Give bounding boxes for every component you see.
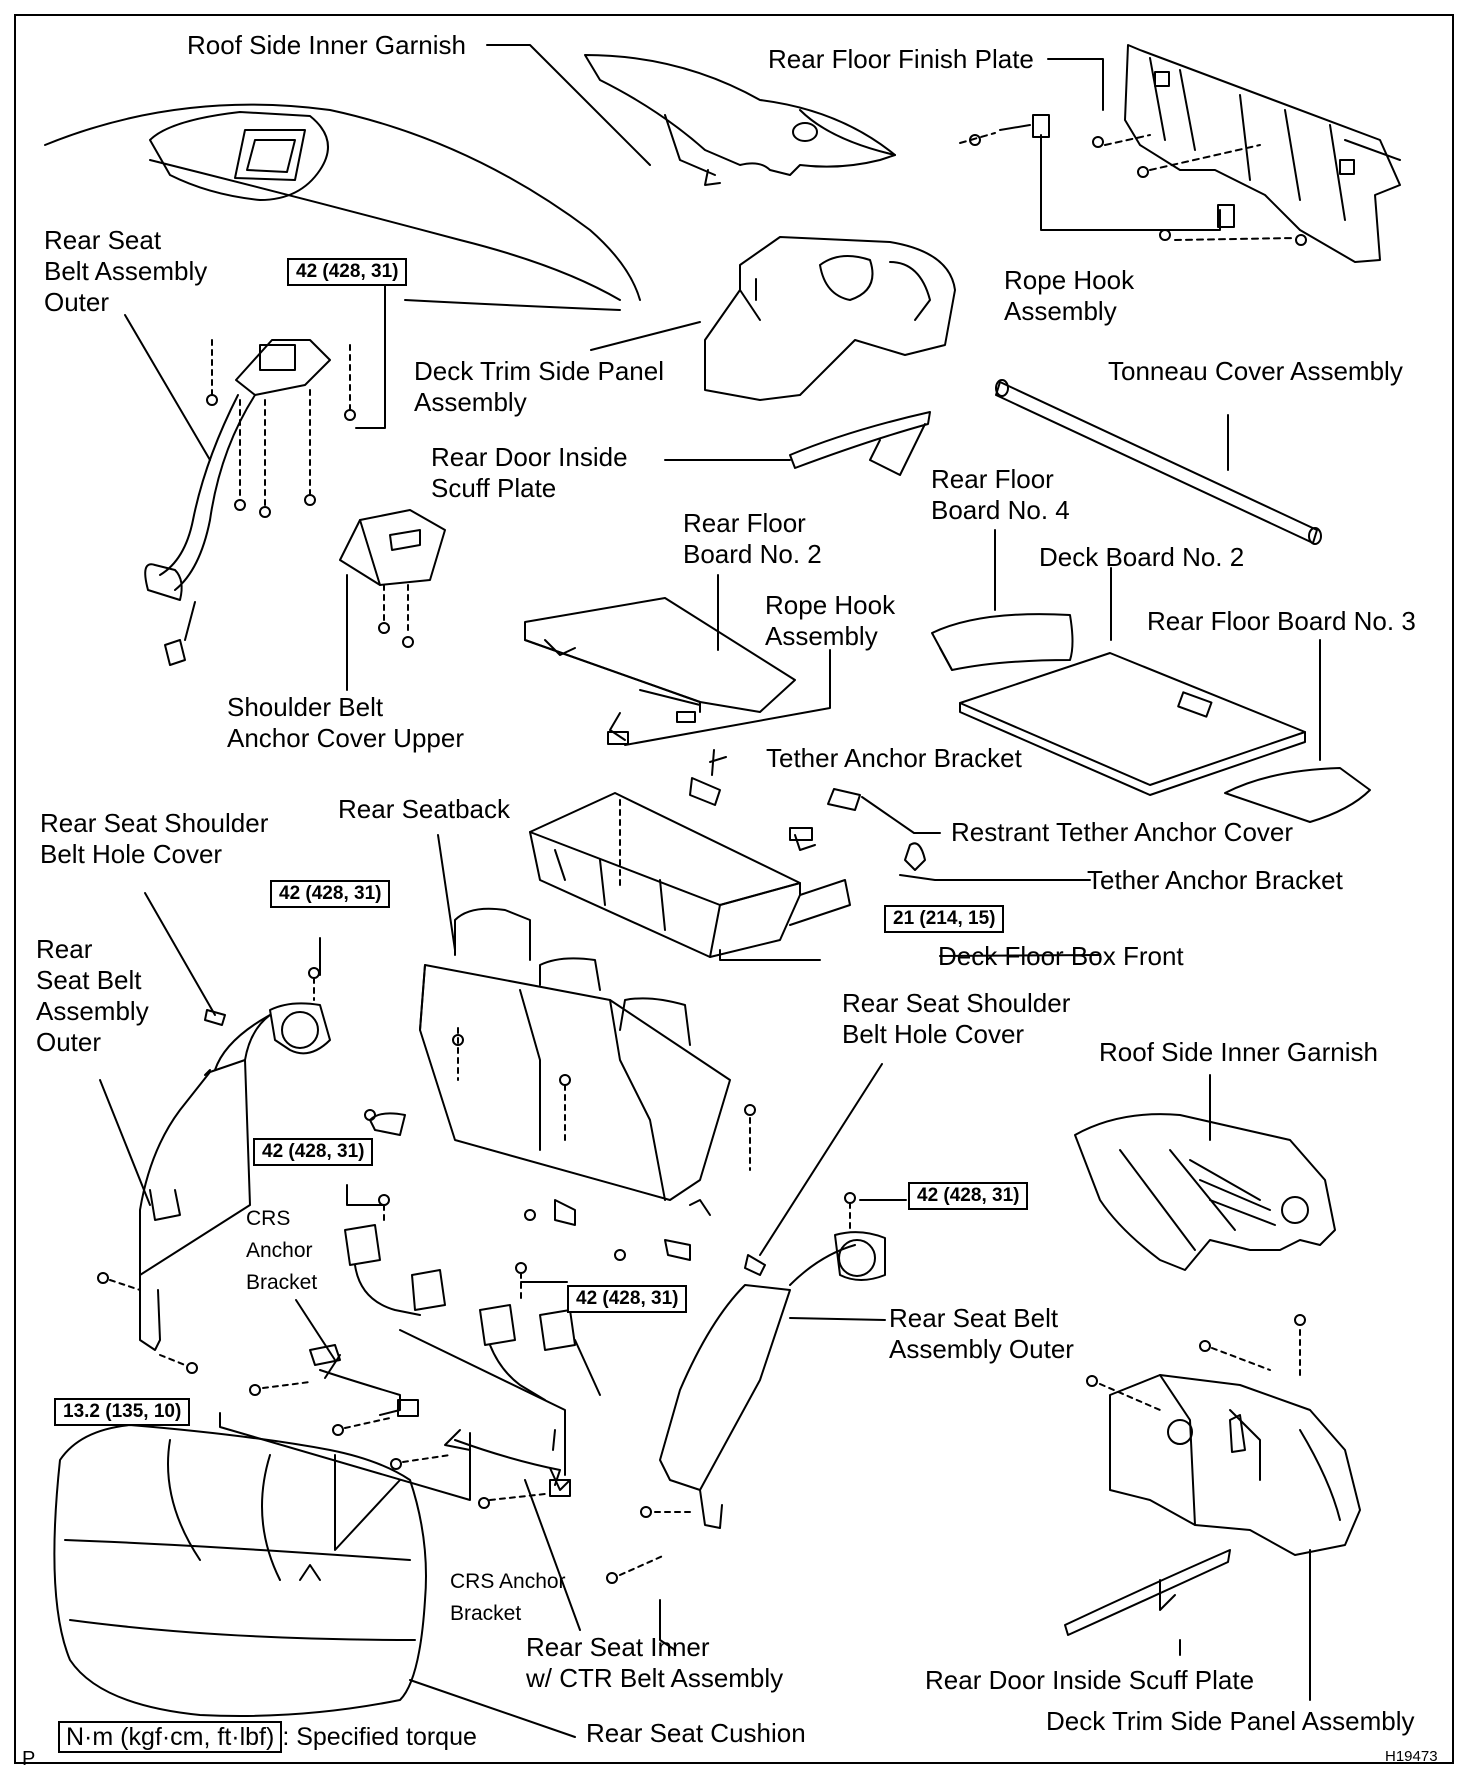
rear-floor-board-3-drawing [1224, 767, 1371, 823]
label-deck-floor-box-front: Deck Floor Box Front [938, 941, 1184, 971]
rear-floor-board-4-drawing [931, 613, 1074, 671]
label-tonneau-cover: Tonneau Cover Assembly [1108, 356, 1403, 386]
label-hole-cover-left: Rear Seat Shoulder Belt Hole Cover [40, 808, 269, 869]
torque-box: 42 (428, 31) [567, 1285, 688, 1313]
rear-seatback-drawing [364, 907, 756, 1261]
label-rear-seat-inner: Rear Seat Inner w/ CTR Belt Assembly [526, 1632, 784, 1693]
label-rear-floor-finish-plate: Rear Floor Finish Plate [768, 44, 1034, 74]
deck-trim-top-drawing [704, 236, 956, 401]
leader-lines [99, 44, 1321, 1738]
label-rear-floor-board-4: Rear Floor Board No. 4 [931, 464, 1070, 525]
torque-box: 42 (428, 31) [287, 258, 408, 286]
scuff-plate-bottom-drawing [1064, 1549, 1231, 1636]
rear-seat-cushion-drawing [53, 1424, 427, 1717]
roof-garnish-top-drawing [584, 54, 896, 186]
label-tether-anchor-bracket-2: Tether Anchor Bracket [1087, 865, 1343, 895]
label-restrant-tether-cover: Restrant Tether Anchor Cover [951, 817, 1294, 847]
label-rear-floor-board-2: Rear Floor Board No. 2 [683, 508, 822, 569]
label-hole-cover-right: Rear Seat Shoulder Belt Hole Cover [842, 988, 1071, 1049]
torque-box: 42 (428, 31) [270, 880, 391, 908]
label-rear-seat-belt-outer-left: Rear Seat Belt Assembly Outer [36, 934, 149, 1057]
label-deck-trim-side-panel-top: Deck Trim Side Panel Assembly [414, 356, 664, 417]
label-roof-side-inner-garnish-right: Roof Side Inner Garnish [1099, 1037, 1378, 1067]
label-rear-seat-belt-outer-top: Rear Seat Belt Assembly Outer [44, 225, 208, 317]
torque-box: 21 (214, 15) [884, 905, 1005, 933]
scuff-plate-top-drawing [789, 411, 931, 476]
torque-box: 42 (428, 31) [908, 1182, 1029, 1210]
deck-floor-box-front-drawing [529, 712, 926, 958]
label-scuff-plate-bottom: Rear Door Inside Scuff Plate [925, 1665, 1255, 1695]
corner-mark: P [22, 1748, 36, 1770]
roof-headliner-drawing [44, 103, 641, 311]
label-rear-seat-belt-outer-right: Rear Seat Belt Assembly Outer [889, 1303, 1074, 1364]
rear-seat-belt-outer-right-drawing [606, 1192, 886, 1651]
label-tether-anchor-bracket-1: Tether Anchor Bracket [766, 743, 1022, 773]
label-scuff-plate-top: Rear Door Inside Scuff Plate [431, 442, 628, 503]
torque-box: 13.2 (135, 10) [54, 1398, 191, 1426]
label-rear-seat-cushion: Rear Seat Cushion [586, 1718, 806, 1748]
torque-box: 42 (428, 31) [253, 1138, 374, 1166]
rear-seat-belt-outer-top-drawing [144, 339, 356, 666]
figure-id: H19473 [1385, 1748, 1438, 1765]
tonneau-cover-drawing [995, 379, 1322, 545]
deck-board-2-drawing [959, 652, 1306, 796]
label-rear-floor-board-3: Rear Floor Board No. 3 [1147, 606, 1416, 636]
label-deck-board-2: Deck Board No. 2 [1039, 542, 1245, 572]
shoulder-belt-anchor-cover-drawing [339, 509, 446, 648]
label-rope-hook-mid: Rope Hook Assembly [765, 590, 896, 651]
label-crs-anchor-bracket-1: CRS Anchor Bracket [246, 1207, 318, 1294]
label-rope-hook-top: Rope Hook Assembly [1004, 265, 1135, 326]
label-crs-anchor-bracket-2: CRS Anchor Bracket [450, 1570, 566, 1625]
label-shoulder-belt-anchor-cover: Shoulder Belt Anchor Cover Upper [227, 692, 464, 753]
diagram-frame [14, 14, 1454, 1764]
rear-floor-finish-plate-drawing [1124, 44, 1401, 263]
deck-trim-bottom-drawing [1086, 1314, 1361, 1556]
rear-seat-belt-outer-left-drawing [97, 967, 331, 1374]
rear-floor-board-2-drawing [524, 597, 796, 723]
roof-garnish-right-drawing [1074, 1113, 1336, 1271]
label-roof-side-inner-garnish-top: Roof Side Inner Garnish [187, 30, 466, 60]
crs-anchor-and-inner-belt-drawing [249, 1194, 576, 1509]
rope-hook-top-drawing [959, 114, 1307, 246]
legend-text: : Specified torque [282, 1723, 477, 1751]
label-rear-seatback: Rear Seatback [338, 794, 510, 824]
torque-legend: N·m (kgf·cm, ft·lbf): Specified torque [58, 1721, 477, 1753]
label-deck-trim-side-panel-bottom: Deck Trim Side Panel Assembly [1046, 1706, 1415, 1736]
legend-unit-box: N·m (kgf·cm, ft·lbf) [58, 1721, 283, 1753]
